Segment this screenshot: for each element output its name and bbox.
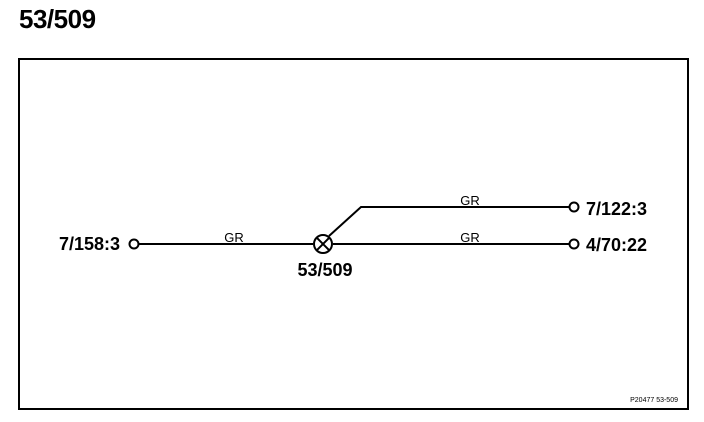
wire-label-upper: GR [460, 193, 480, 208]
terminal-left-icon [128, 238, 140, 250]
terminal-upper-right-icon [568, 201, 580, 213]
wire-label-left: GR [224, 230, 244, 245]
node-label-lower-right: 4/70:22 [586, 235, 647, 255]
page-title: 53/509 [19, 4, 96, 34]
node-label-left: 7/158:3 [59, 234, 120, 254]
splice-label: 53/509 [297, 260, 352, 280]
diagram-frame [18, 58, 689, 410]
wire-splice-to-upper-right [328, 206, 569, 237]
node-label-upper-right: 7/122:3 [586, 199, 647, 219]
wire-label-lower: GR [460, 230, 480, 245]
splice-icon [313, 234, 333, 254]
reference-label: P20477 53-509 [630, 397, 678, 404]
terminal-lower-right-icon [568, 238, 580, 250]
